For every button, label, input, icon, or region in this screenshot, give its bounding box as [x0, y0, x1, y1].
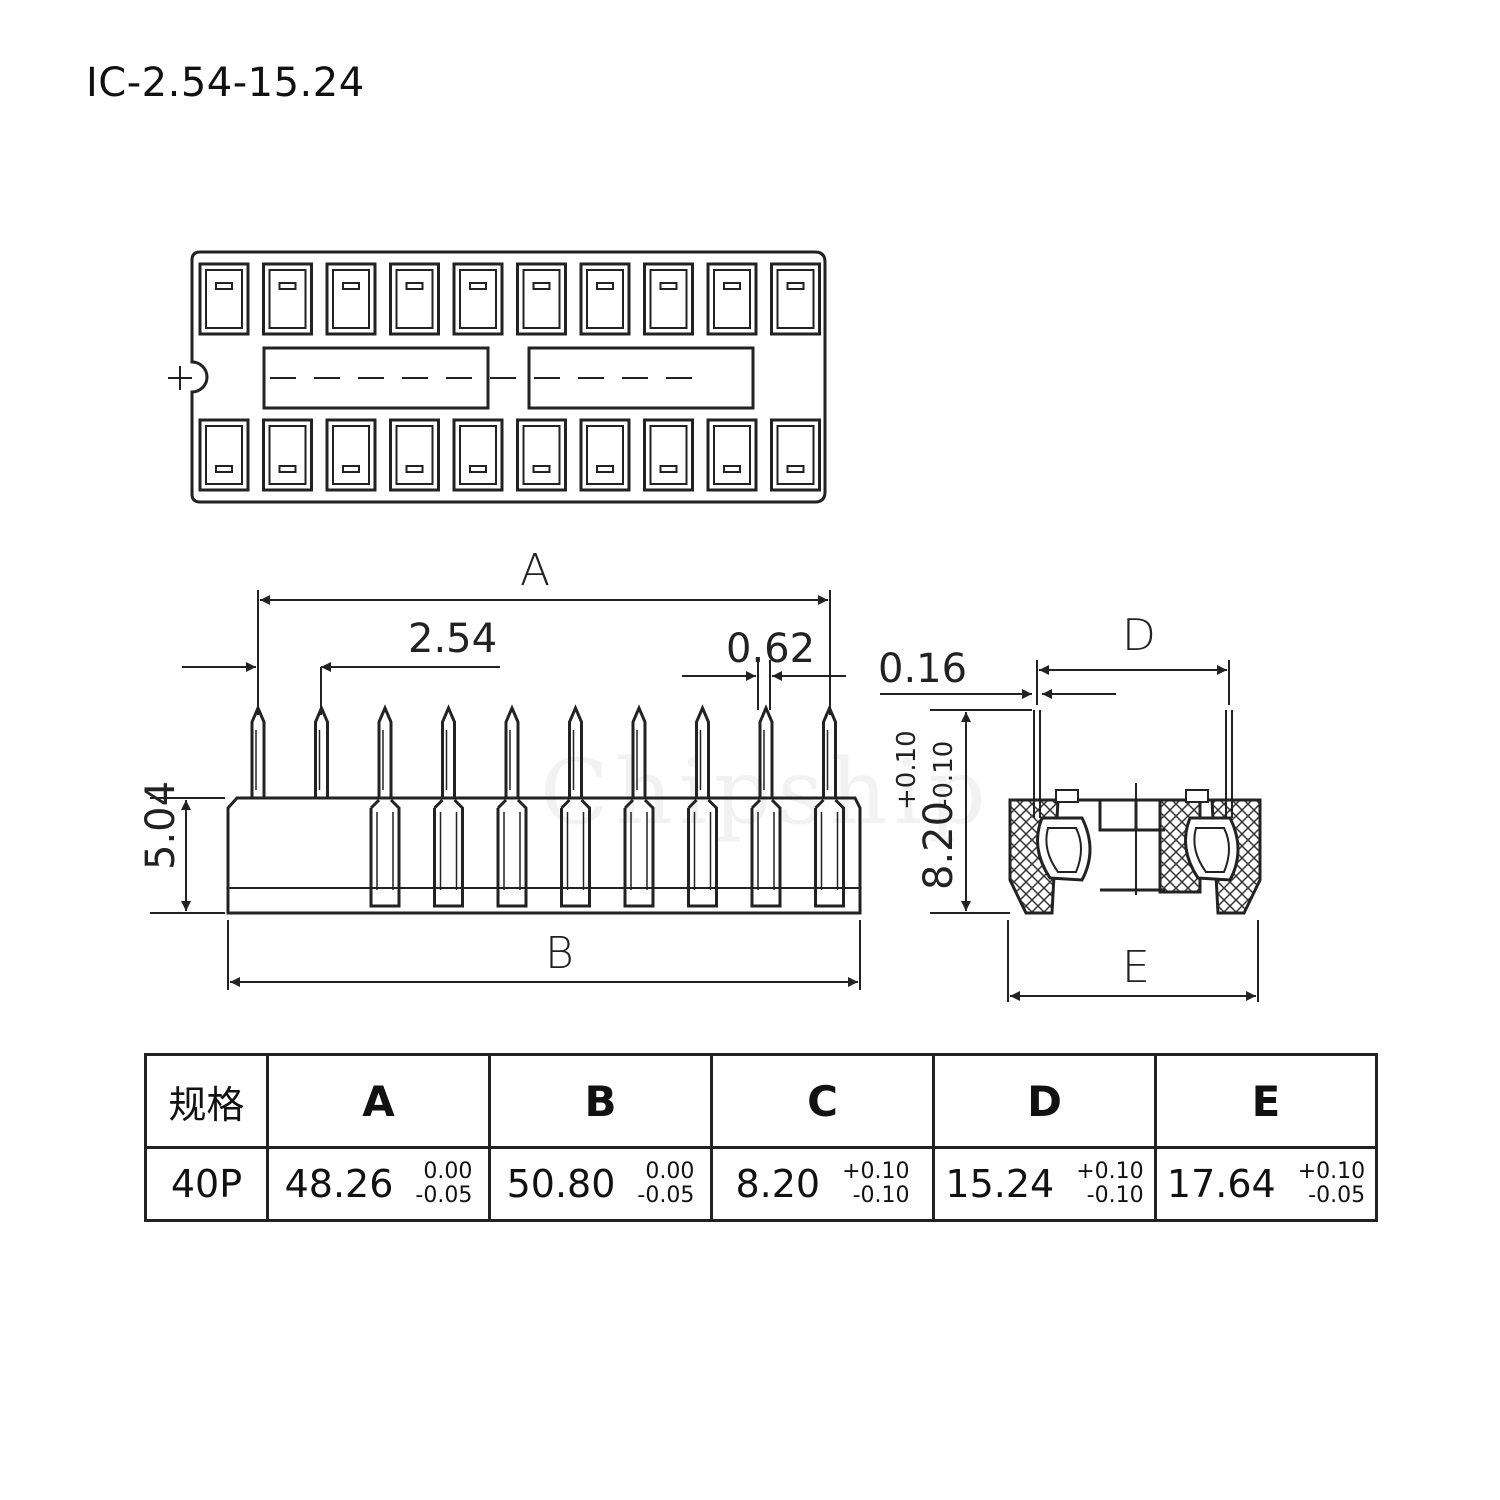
- tol-plus-b: 0.00: [645, 1159, 695, 1184]
- technical-drawing: A 2.54 0.62 B 5.04 D 0.16 E 8: [138, 250, 1262, 1002]
- side-dimensions: [150, 590, 861, 990]
- bottom-contact-row: [198, 418, 821, 492]
- header-e: E: [1154, 1053, 1378, 1149]
- dim-d-label: D: [1122, 610, 1156, 661]
- contact-cell: [325, 262, 377, 336]
- tol-minus-e: -0.05: [1308, 1183, 1366, 1208]
- value-cell-a: 48.26 0.00-0.05: [266, 1146, 491, 1222]
- tol-minus-c: -0.10: [852, 1183, 910, 1208]
- dim-b-label: B: [545, 928, 574, 979]
- contact-cell: [770, 262, 821, 336]
- contact-cell: [325, 418, 377, 492]
- tol-plus-d: +0.10: [1076, 1159, 1144, 1184]
- header-d: D: [932, 1053, 1157, 1149]
- socket-body-side: [226, 796, 862, 915]
- end-right-contact: [1184, 816, 1240, 882]
- pin-thickness-label: 0.16: [878, 646, 967, 692]
- value-e: 17.64: [1166, 1162, 1276, 1206]
- contact-cell: [579, 418, 631, 492]
- contact-cell: [579, 262, 631, 336]
- table-header-row: 规格 A B C D E: [144, 1053, 1378, 1149]
- pin: [623, 704, 655, 908]
- center-window-left: [262, 346, 490, 410]
- top-contact-row: [198, 262, 821, 336]
- body-height-label: 5.04: [138, 781, 184, 870]
- tol-minus-b: -0.05: [637, 1183, 695, 1208]
- pin: [560, 704, 591, 908]
- pin: [314, 704, 329, 798]
- pin: [814, 704, 845, 908]
- tol-plus-a: 0.00: [423, 1159, 473, 1184]
- contact-cell: [706, 262, 758, 336]
- contact-cell: [452, 262, 504, 336]
- tol-minus-a: -0.05: [415, 1183, 473, 1208]
- contact-cell: [770, 418, 821, 492]
- pin-width-label: 0.62: [726, 626, 815, 672]
- dim-e-label: E: [1122, 942, 1150, 993]
- value-cell-c: 8.20 +0.10-0.10: [710, 1146, 935, 1222]
- tol-minus-d: -0.10: [1086, 1183, 1144, 1208]
- contact-cell: [389, 262, 440, 336]
- total-height-tol-minus: -0.10: [929, 741, 959, 808]
- contact-cell: [516, 418, 567, 492]
- pin: [250, 704, 266, 798]
- contact-cell: [643, 262, 694, 336]
- value-a: 48.26: [284, 1162, 394, 1206]
- header-c: C: [710, 1053, 935, 1149]
- total-height-label: 8.20: [916, 801, 962, 890]
- value-cell-b: 50.80 0.00-0.05: [488, 1146, 713, 1222]
- spec-cell: 40P: [144, 1146, 269, 1222]
- total-height-tol-plus: +0.10: [892, 730, 922, 810]
- header-spec: 规格: [144, 1053, 269, 1149]
- tol-plus-e: +0.10: [1297, 1159, 1366, 1184]
- center-window-right: [527, 346, 755, 410]
- end-view: [1008, 710, 1262, 915]
- pin1-marker: [168, 366, 192, 390]
- contact-cell: [452, 418, 504, 492]
- pin: [496, 704, 528, 908]
- dim-a-label: A: [520, 545, 550, 596]
- value-c: 8.20: [735, 1162, 821, 1206]
- pitch-label: 2.54: [408, 616, 497, 662]
- pin: [369, 704, 401, 908]
- contact-cell: [262, 418, 313, 492]
- header-a: A: [266, 1053, 491, 1149]
- drawing-title: IC-2.54-15.24: [86, 60, 365, 106]
- value-d: 15.24: [945, 1162, 1055, 1206]
- value-cell-e: 17.64 +0.10-0.05: [1154, 1146, 1378, 1222]
- contact-cell: [516, 262, 567, 336]
- contact-cell: [706, 418, 758, 492]
- side-view: [226, 704, 862, 915]
- socket-outline: [190, 250, 827, 504]
- contact-cell: [198, 418, 250, 492]
- contact-cell: [198, 262, 250, 336]
- tol-plus-c: +0.10: [842, 1159, 910, 1184]
- contact-cell: [389, 418, 440, 492]
- side-pins: [250, 704, 845, 908]
- pin: [750, 704, 782, 908]
- contact-cell: [643, 418, 694, 492]
- value-cell-d: 15.24 +0.10-0.10: [932, 1146, 1157, 1222]
- header-b: B: [488, 1053, 713, 1149]
- top-view: [168, 250, 827, 504]
- pin: [433, 704, 464, 908]
- watermark: Chipship: [540, 740, 992, 845]
- pin: [687, 704, 718, 908]
- value-b: 50.80: [506, 1162, 616, 1206]
- end-dimensions: [880, 660, 1259, 1002]
- end-left-contact: [1036, 816, 1092, 882]
- contact-cell: [262, 262, 313, 336]
